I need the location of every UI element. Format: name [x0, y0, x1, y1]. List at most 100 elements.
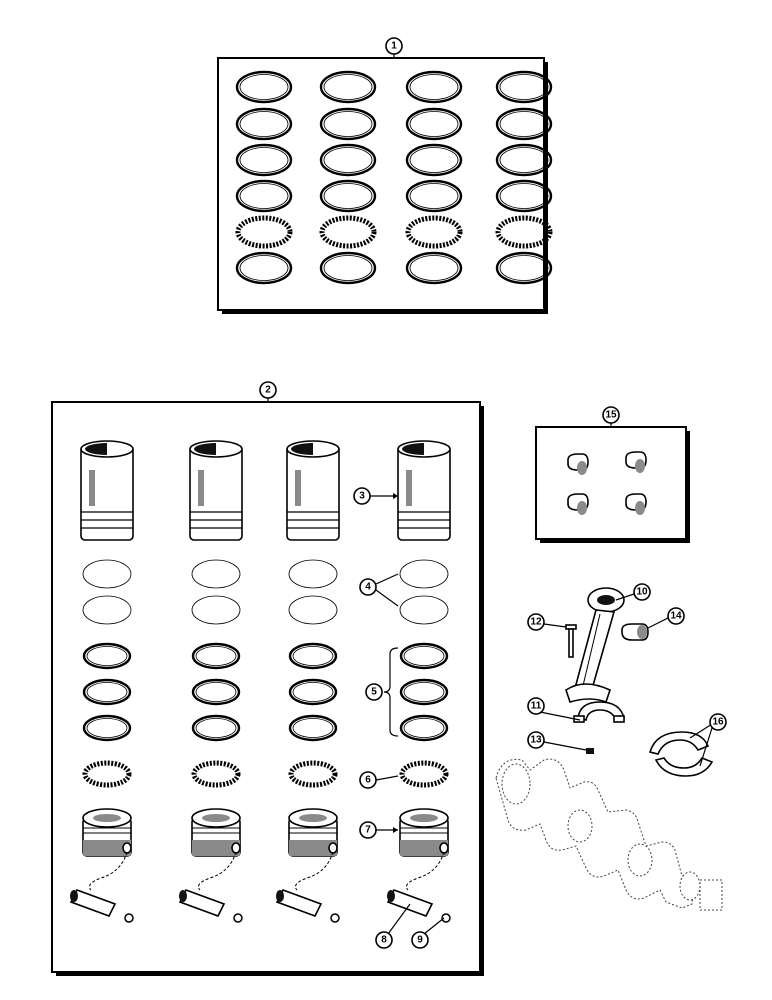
piston-ring-inner: [499, 255, 549, 281]
piston-ring: [405, 107, 463, 141]
piston-ring: [235, 251, 293, 285]
snap-ring: [330, 913, 340, 923]
piston-pin-end: [387, 890, 395, 902]
piston-ring-inner: [409, 255, 459, 281]
piston-ring-inner: [239, 111, 289, 137]
snap-ring: [233, 913, 243, 923]
liner-bore-shadow: [291, 443, 313, 455]
piston-skirt-shade: [83, 840, 131, 856]
callout-5: 5: [365, 647, 399, 737]
piston-ring: [495, 179, 553, 213]
piston-ring: [405, 251, 463, 285]
bushing-bore: [635, 501, 645, 515]
piston-crown-bowl: [202, 814, 230, 822]
callout-4: 4: [359, 573, 399, 607]
pin-leader: [294, 851, 334, 891]
callout-16: 16: [689, 713, 727, 767]
liner-bore-shadow: [194, 443, 216, 455]
piston-ring: [405, 143, 463, 177]
callout-2: 2: [259, 381, 277, 399]
cylinder-kit-panel: [51, 398, 484, 976]
piston-crown-bowl: [299, 814, 327, 822]
o-ring: [288, 559, 338, 589]
callout-8-label: 8: [381, 935, 387, 946]
snap-ring: [124, 913, 134, 923]
piston-ring: [399, 642, 449, 670]
piston-ring-inner: [86, 682, 128, 702]
callout-11-label: 11: [531, 701, 542, 712]
piston-ring-inner: [323, 183, 373, 209]
piston-ring-inner: [239, 183, 289, 209]
oil-ring: [82, 760, 132, 788]
callout-4-label: 4: [365, 582, 371, 593]
liner-highlight: [295, 470, 301, 506]
piston-ring: [399, 714, 449, 742]
o-ring: [288, 595, 338, 625]
liner-bore-shadow: [402, 443, 424, 455]
liner-bore-shadow: [85, 443, 107, 455]
o-ring: [82, 559, 132, 589]
pin-boss: [122, 842, 132, 854]
pin-boss: [439, 842, 449, 854]
cylinder-liner: [286, 445, 340, 541]
piston-ring: [191, 714, 241, 742]
piston-ring: [288, 714, 338, 742]
piston-ring-inner: [403, 682, 445, 702]
piston-ring-inner: [323, 111, 373, 137]
callout-5-label: 5: [371, 687, 377, 698]
callout-3: 3: [353, 487, 398, 505]
bushing-panel: [535, 423, 690, 543]
piston-skirt-shade: [192, 840, 240, 856]
piston-ring-inner: [409, 147, 459, 173]
piston-ring-inner: [499, 183, 549, 209]
callout-12-label: 12: [530, 617, 542, 628]
callout-16-label: 16: [712, 717, 724, 728]
piston-ring: [495, 143, 553, 177]
oil-ring: [399, 760, 449, 788]
pin-leader: [197, 851, 237, 891]
piston-ring-inner: [195, 682, 237, 702]
liner-highlight: [89, 470, 95, 506]
callout-11: 11: [527, 697, 581, 721]
piston-ring-inner: [499, 111, 549, 137]
callout-14: 14: [647, 607, 685, 629]
callout-3-label: 3: [359, 491, 365, 502]
piston-ring: [319, 251, 377, 285]
piston-ring-inner: [323, 74, 373, 100]
piston-ring: [288, 678, 338, 706]
piston-ring-inner: [403, 646, 445, 666]
bushing-grid: [567, 451, 647, 515]
piston-ring: [319, 70, 377, 104]
connecting-rod: [565, 587, 625, 704]
callout-13-label: 13: [530, 735, 542, 746]
liner-highlight: [198, 470, 204, 506]
piston-ring: [235, 143, 293, 177]
piston-ring-inner: [239, 74, 289, 100]
piston-ring: [288, 642, 338, 670]
piston-ring-inner: [195, 718, 237, 738]
rod-cap: [573, 701, 625, 754]
piston-ring-inner: [409, 111, 459, 137]
piston-ring: [495, 70, 553, 104]
oil-ring: [235, 215, 293, 249]
piston-ring: [405, 70, 463, 104]
oil-ring: [319, 215, 377, 249]
piston-ring-inner: [239, 147, 289, 173]
callout-6: 6: [359, 771, 399, 789]
callout-7-label: 7: [365, 825, 371, 836]
ring-set-panel: [217, 54, 553, 314]
piston-pin-end: [276, 890, 284, 902]
callout-6-label: 6: [365, 775, 371, 786]
piston-ring: [495, 251, 553, 285]
piston-pin-end: [179, 890, 187, 902]
oil-ring: [405, 215, 463, 249]
callout-1-label: 1: [391, 41, 397, 52]
oil-ring: [191, 760, 241, 788]
bushing-bore: [635, 459, 645, 473]
callout-2-label: 2: [265, 385, 271, 396]
bushing-bore: [577, 501, 587, 515]
callout-10-label: 10: [636, 587, 648, 598]
piston-crown-bowl: [410, 814, 438, 822]
callout-14-label: 14: [670, 611, 682, 622]
